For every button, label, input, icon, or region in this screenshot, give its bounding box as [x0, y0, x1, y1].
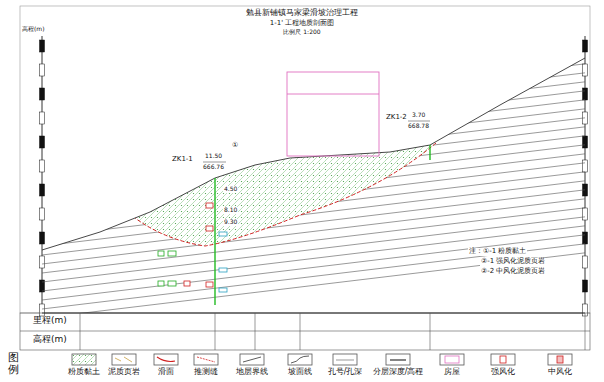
- axis-tick: [583, 88, 588, 100]
- label: 9.30: [223, 219, 238, 226]
- legend-text: 地层界线: [236, 368, 268, 377]
- label: ②-1 强风化泥质页岩: [480, 258, 546, 266]
- slope-surface: [42, 58, 585, 250]
- stratum-line: [42, 226, 585, 291]
- label: ZK1-2: [386, 114, 407, 122]
- label: 比例尺 1:200: [283, 29, 320, 36]
- strata-lines: [42, 0, 585, 318]
- label: 图例: [8, 352, 19, 376]
- axis-tick: [583, 40, 588, 52]
- drawing-title: 勉县新铺镇马家梁滑坡治理工程: [246, 9, 358, 18]
- label: 11.50: [205, 153, 222, 160]
- borehole: [214, 178, 215, 305]
- axis-tick: [40, 304, 45, 316]
- axis-ticks: [40, 40, 588, 316]
- axis-tick: [40, 112, 45, 124]
- stratum-line: [42, 37, 585, 102]
- legend-text: 中风化: [548, 368, 572, 377]
- label: 1-1' 工程地质剖面图: [270, 20, 335, 28]
- legend-text: 推测缝: [194, 368, 218, 377]
- borehole: [429, 145, 430, 160]
- stratum-line: [42, 208, 585, 273]
- axis-tick: [40, 88, 45, 100]
- axis-tick: [40, 160, 45, 172]
- stratum-line: [42, 0, 585, 48]
- label: ②-2 中风化泥质页岩: [480, 268, 546, 276]
- stratum-line: [42, 82, 585, 147]
- house: [287, 72, 379, 156]
- label: 注：①-1 粉质黏土: [468, 248, 527, 256]
- label: ZK1-1: [172, 156, 193, 164]
- axis-tick: [583, 136, 588, 148]
- stratum-line: [42, 244, 585, 309]
- axis-tick: [583, 232, 588, 244]
- stratum-line: [42, 0, 585, 21]
- stratum-line: [42, 1, 585, 66]
- axis-tick: [583, 280, 588, 292]
- stratum-line: [42, 235, 585, 300]
- label: 高程(m): [22, 26, 45, 33]
- axis-tick: [583, 64, 588, 76]
- axis-tick: [583, 256, 588, 268]
- stratum-line: [42, 91, 585, 156]
- label: 4.50: [223, 186, 238, 193]
- axis-tick: [583, 160, 588, 172]
- legend-text: 房屋: [444, 368, 460, 377]
- legend-text: 坡面线: [288, 368, 312, 377]
- stratum-line: [42, 19, 585, 84]
- stratum-line: [42, 0, 585, 3]
- axis-tick: [40, 184, 45, 196]
- axis-tick: [40, 136, 45, 148]
- label: 高程(m): [33, 335, 67, 345]
- stratum-line: [42, 55, 585, 120]
- label: 668.78: [408, 123, 429, 130]
- stratum-line: [42, 0, 585, 57]
- axis-tick: [40, 208, 45, 220]
- stratum-line: [42, 0, 585, 30]
- legend-text: 孔号/孔深: [328, 368, 363, 377]
- stratum-line: [42, 217, 585, 282]
- tag-divider: [203, 162, 226, 163]
- stratum-line: [42, 73, 585, 138]
- axis-tick: [40, 64, 45, 76]
- label: 里程(m): [33, 316, 67, 326]
- label: 8.10: [223, 207, 238, 214]
- axis-tick: [40, 40, 45, 52]
- stratum-line: [42, 10, 585, 75]
- label: 3.70: [412, 112, 425, 119]
- profile-table: [20, 313, 590, 350]
- stratum-line: [42, 46, 585, 111]
- sample-markers: [158, 203, 227, 292]
- stratum-line: [42, 100, 585, 165]
- legend-samples: [72, 354, 572, 365]
- stratum-line: [42, 253, 585, 318]
- frame: [20, 6, 590, 313]
- stratum-line: [42, 0, 585, 39]
- legend-text: 泥质页岩: [108, 368, 140, 377]
- label: ①: [232, 142, 238, 150]
- stratum-line: [42, 28, 585, 93]
- elevation-axis: [585, 36, 586, 313]
- axis-tick: [40, 256, 45, 268]
- elevation-axis: [42, 36, 43, 313]
- label: 666.76: [203, 164, 224, 171]
- stratum-line: [42, 64, 585, 129]
- legend-text: 强风化: [491, 368, 515, 377]
- axis-tick: [583, 208, 588, 220]
- legend-text: 分层深度/高程: [373, 368, 424, 377]
- tag-divider: [408, 121, 430, 122]
- axis-tick: [40, 232, 45, 244]
- legend-text: 滑面: [158, 368, 174, 377]
- legend-text: 粉质黏土: [68, 368, 100, 377]
